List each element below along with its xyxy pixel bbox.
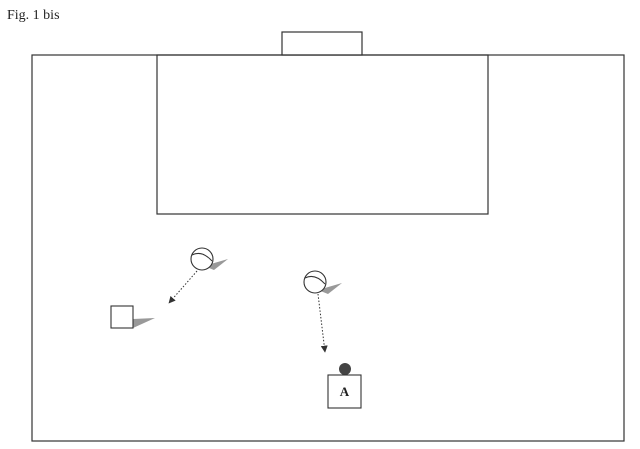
player-circle-left [190, 247, 228, 271]
movement-arrow-left [168, 270, 198, 304]
figure-caption: Fig. 1 bis [7, 8, 60, 23]
goal [281, 31, 363, 56]
penalty-area [156, 54, 489, 215]
player-a-label: A [340, 384, 350, 399]
player-circle-right [303, 270, 342, 294]
player-square [110, 305, 155, 329]
player-a: A [327, 374, 362, 409]
ball [339, 363, 351, 375]
movement-arrow-right [317, 293, 328, 353]
